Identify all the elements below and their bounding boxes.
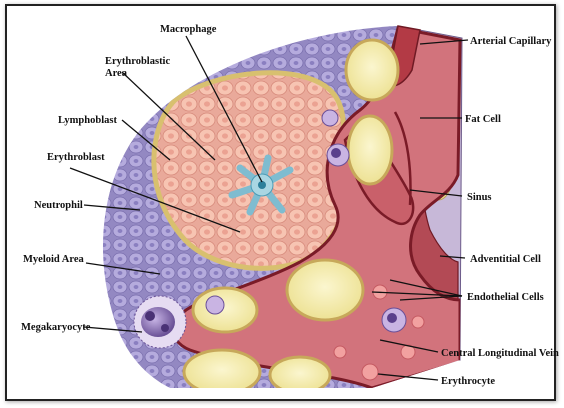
label-erythroblastic-area-2: Area — [105, 68, 128, 79]
label-arterial-capillary: Arterial Capillary — [470, 36, 552, 47]
label-adventitial-cell: Adventitial Cell — [470, 254, 541, 265]
label-endothelial-cells: Endothelial Cells — [467, 292, 544, 303]
label-fat-cell: Fat Cell — [465, 114, 501, 125]
label-macrophage: Macrophage — [160, 24, 217, 35]
label-erythrocyte: Erythrocyte — [441, 376, 495, 387]
label-neutrophil: Neutrophil — [34, 200, 83, 211]
label-myeloid-area: Myeloid Area — [23, 254, 85, 265]
label-central-longitudinal-vein: Central Longitudinal Vein — [441, 348, 559, 359]
label-erythroblastic-area-1: Erythroblastic — [105, 56, 170, 67]
label-lymphoblast: Lymphoblast — [58, 115, 117, 126]
label-sinus: Sinus — [467, 192, 492, 203]
label-erythroblast: Erythroblast — [47, 152, 105, 163]
erythroblastic-area — [154, 73, 346, 269]
label-megakaryocyte: Megakaryocyte — [21, 322, 91, 333]
megakaryocyte-cell — [134, 296, 186, 348]
